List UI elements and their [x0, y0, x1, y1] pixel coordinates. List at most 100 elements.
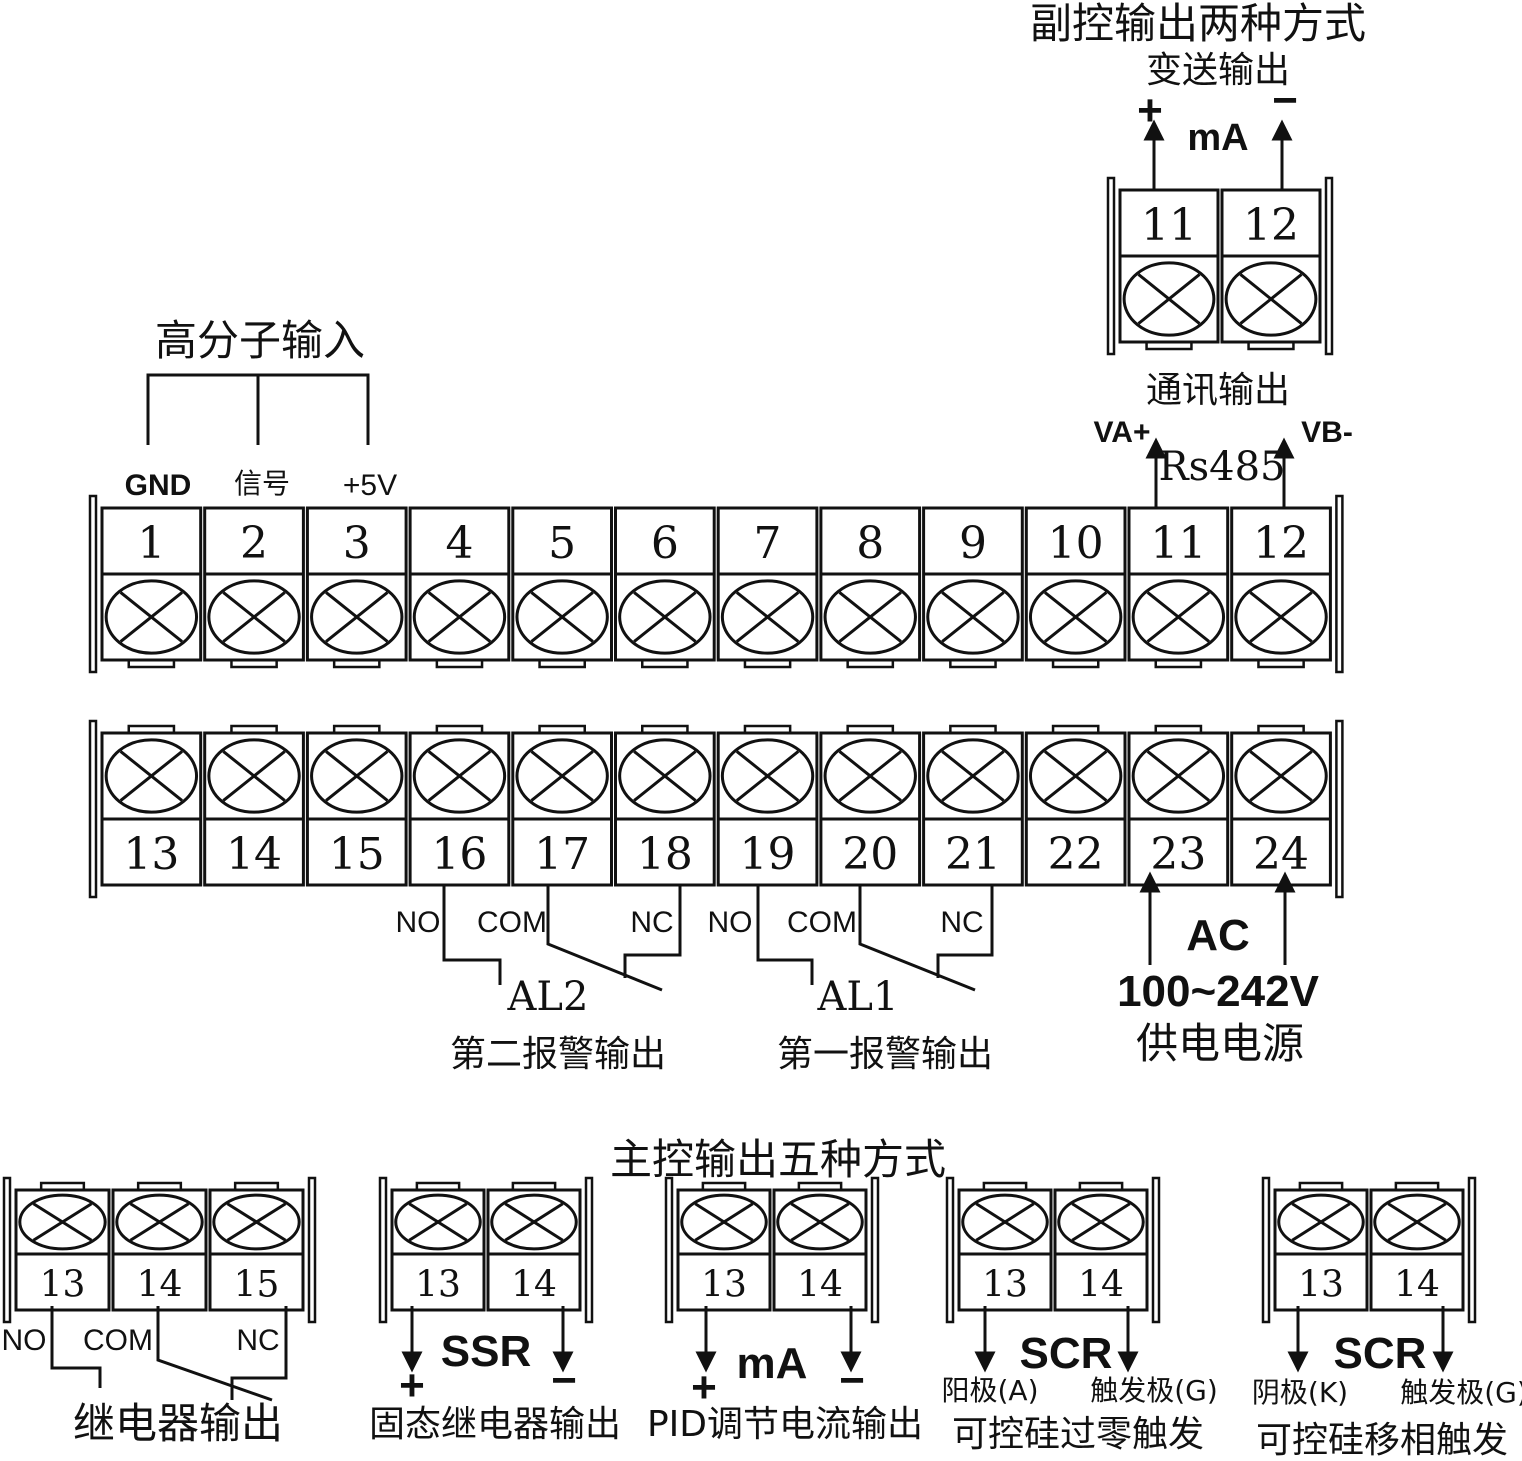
- aux-screw-icon[interactable]: [1122, 261, 1216, 337]
- top-row-terminal[interactable]: 6: [614, 506, 716, 669]
- ssr-screw-icon[interactable]: [490, 1193, 578, 1251]
- relay-terminal[interactable]: 15: [208, 1181, 305, 1312]
- scr-zero-screw-icon[interactable]: [961, 1193, 1049, 1251]
- relay-no-wire: [50, 1306, 102, 1388]
- scr-zero-side-plate-left: [945, 1176, 955, 1324]
- top-row-terminal-number: 3: [343, 518, 371, 569]
- relay-nc-label: NC: [236, 1324, 279, 1357]
- top-row-screw-icon[interactable]: [104, 579, 199, 655]
- bottom-row-terminal-number: 16: [431, 829, 487, 880]
- bottom-row-terminal-number: 17: [534, 829, 590, 880]
- scr-zero-screw-icon[interactable]: [1057, 1193, 1145, 1251]
- ssr-terminal[interactable]: 14: [486, 1181, 582, 1312]
- bottom-row-terminal[interactable]: 22: [1024, 724, 1127, 887]
- transmit-minus-label: −: [1272, 76, 1298, 125]
- top-row-terminal[interactable]: 10: [1024, 506, 1127, 669]
- pid-desc: PID调节电流输出: [647, 1404, 923, 1445]
- top-row-terminal[interactable]: 7: [716, 506, 819, 669]
- top-row-terminal[interactable]: 12: [1230, 506, 1332, 669]
- relay-terminal[interactable]: 13: [14, 1181, 111, 1312]
- bottom-row-terminal[interactable]: 14: [203, 724, 305, 887]
- top-row-screw-icon[interactable]: [515, 579, 609, 655]
- ssr-minus: −: [551, 1356, 577, 1405]
- pid-terminal[interactable]: 13: [676, 1181, 772, 1312]
- top-row-terminal[interactable]: 2: [203, 506, 305, 669]
- bottom-row-screw-icon[interactable]: [104, 738, 199, 814]
- scr-phase-terminal-number: 13: [1298, 1265, 1344, 1306]
- scr-phase-terminal[interactable]: 14: [1369, 1181, 1465, 1312]
- bottom-row-terminal[interactable]: 21: [922, 724, 1024, 887]
- bottom-row-terminal[interactable]: 17: [511, 724, 613, 887]
- top-row-terminal[interactable]: 8: [819, 506, 922, 669]
- top-row-screw-icon[interactable]: [823, 579, 917, 655]
- aux-terminal[interactable]: 11: [1118, 188, 1220, 351]
- bottom-row-screw-icon[interactable]: [1028, 738, 1123, 814]
- top-row-screw-icon[interactable]: [1131, 579, 1226, 655]
- top-row-screw-icon[interactable]: [412, 579, 507, 655]
- top-row-screw-icon[interactable]: [207, 579, 301, 655]
- ssr-terminal[interactable]: 13: [390, 1181, 486, 1312]
- bottom-row-terminal[interactable]: 19: [716, 724, 819, 887]
- scr-zero-terminal-number: 13: [982, 1265, 1028, 1306]
- bottom-row-terminal[interactable]: 13: [100, 724, 203, 887]
- top-row-terminal-number: 12: [1253, 518, 1309, 569]
- vb-minus-label: VB-: [1301, 416, 1353, 449]
- relay-terminal-number: 14: [137, 1265, 183, 1306]
- bottom-row-terminal[interactable]: 24: [1230, 724, 1332, 887]
- ssr-plus: +: [399, 1361, 425, 1410]
- top-row-screw-icon[interactable]: [1234, 579, 1328, 655]
- top-row-terminal[interactable]: 9: [922, 506, 1024, 669]
- bottom-row-terminal-number: 24: [1253, 829, 1309, 880]
- top-row-screw-icon[interactable]: [310, 579, 404, 655]
- top-row-terminal[interactable]: 5: [511, 506, 613, 669]
- transmit-output-title: 变送输出: [1146, 50, 1290, 91]
- top-row-side-plate-left: [88, 494, 98, 674]
- bottom-row-screw-icon[interactable]: [926, 738, 1020, 814]
- aux-screw-icon[interactable]: [1224, 261, 1318, 337]
- top-row-screw-icon[interactable]: [618, 579, 712, 655]
- bottom-row-terminal-number: 21: [945, 829, 1001, 880]
- scr-phase-screw-icon[interactable]: [1277, 1193, 1365, 1251]
- ssr-screw-icon[interactable]: [394, 1193, 482, 1251]
- bottom-row-terminal[interactable]: 18: [614, 724, 716, 887]
- bottom-row-terminal[interactable]: 15: [305, 724, 408, 887]
- bottom-row-screw-icon[interactable]: [618, 738, 712, 814]
- bottom-row-screw-icon[interactable]: [310, 738, 404, 814]
- top-row-terminal[interactable]: 11: [1127, 506, 1230, 669]
- scr-zero-terminal[interactable]: 13: [957, 1181, 1053, 1312]
- pid-terminal[interactable]: 14: [772, 1181, 868, 1312]
- al2-nc-label: NC: [630, 906, 673, 939]
- relay-screw-icon[interactable]: [18, 1193, 107, 1251]
- scr-zero-terminal[interactable]: 14: [1053, 1181, 1149, 1312]
- bottom-row-terminal-number: 13: [123, 829, 179, 880]
- bottom-row-terminal[interactable]: 16: [408, 724, 511, 887]
- bottom-row-screw-icon[interactable]: [720, 738, 815, 814]
- relay-screw-icon[interactable]: [212, 1193, 301, 1251]
- top-row-screw-icon[interactable]: [1028, 579, 1123, 655]
- top-row-screw-icon[interactable]: [720, 579, 815, 655]
- top-row-screw-icon[interactable]: [926, 579, 1020, 655]
- top-row-terminal[interactable]: 1: [100, 506, 203, 669]
- bottom-row-screw-icon[interactable]: [515, 738, 609, 814]
- pid-screw-icon[interactable]: [776, 1193, 864, 1251]
- top-row-terminal-number: 5: [548, 518, 576, 569]
- top-row-terminal[interactable]: 3: [305, 506, 408, 669]
- bottom-row-screw-icon[interactable]: [412, 738, 507, 814]
- bottom-row-terminal[interactable]: 23: [1127, 724, 1230, 887]
- bottom-row-screw-icon[interactable]: [823, 738, 917, 814]
- bottom-row-screw-icon[interactable]: [1131, 738, 1226, 814]
- scr-phase-terminal[interactable]: 13: [1273, 1181, 1369, 1312]
- top-row-terminal[interactable]: 4: [408, 506, 511, 669]
- aux-terminal[interactable]: 12: [1220, 188, 1322, 351]
- bottom-row-screw-icon[interactable]: [1234, 738, 1328, 814]
- relay-screw-icon[interactable]: [115, 1193, 204, 1251]
- relay-terminal[interactable]: 14: [111, 1181, 208, 1312]
- scr-zero-anode: 阳极(A): [941, 1374, 1038, 1407]
- pid-screw-icon[interactable]: [680, 1193, 768, 1251]
- bottom-row-terminal[interactable]: 20: [819, 724, 922, 887]
- scr-phase-screw-icon[interactable]: [1373, 1193, 1461, 1251]
- bottom-row-screw-icon[interactable]: [207, 738, 301, 814]
- top-row-terminal-number: 10: [1048, 518, 1104, 569]
- power-desc: 供电电源: [1136, 1019, 1304, 1068]
